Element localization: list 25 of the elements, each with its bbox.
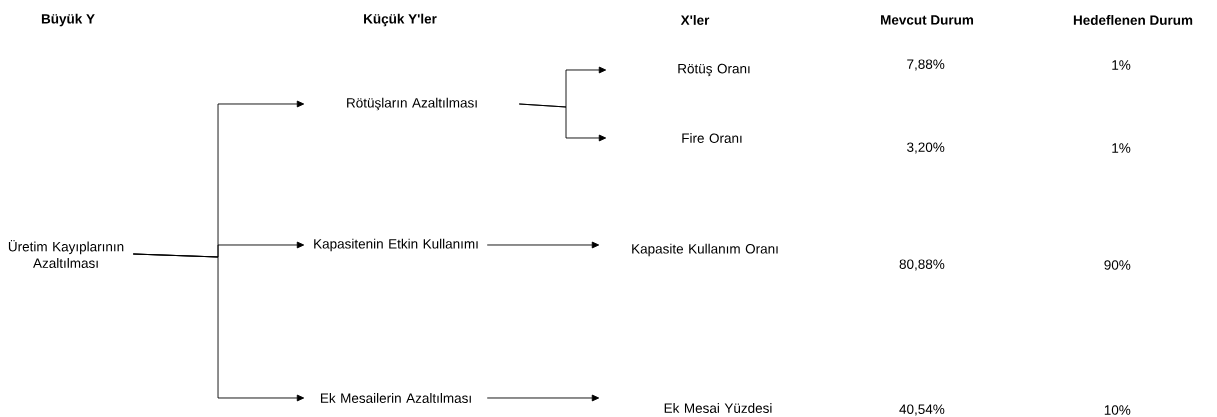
- node-text: Rötüşların Azaltılması: [347, 97, 477, 111]
- arrow: [486, 394, 600, 402]
- value-text: 90%: [1104, 260, 1131, 270]
- value-text: 1%: [1112, 60, 1131, 70]
- column-header: Büyük Y: [41, 13, 95, 27]
- value-text: 40,54%: [899, 404, 945, 416]
- value-text: 10%: [1104, 405, 1131, 415]
- arrow: [132, 253, 305, 402]
- node-text: Kapasite Kullanım Oranı: [632, 243, 778, 257]
- node-text: Kapasitenin Etkin Kullanımı: [314, 238, 478, 252]
- column-header: Hedeflenen Durum: [1073, 15, 1193, 25]
- node-text: Fire Oranı: [682, 133, 742, 143]
- value-text: 3,20%: [907, 142, 945, 154]
- column-header: X'ler: [680, 15, 710, 25]
- arrow: [518, 103, 607, 142]
- column-header: Mevcut Durum: [881, 15, 974, 25]
- node-text: Rötüş Oranı: [678, 63, 750, 77]
- column-header: Küçük Y'ler: [364, 13, 437, 27]
- value-text: 1%: [1112, 143, 1131, 153]
- arrow: [486, 241, 600, 249]
- node-text: Ek Mesailerin Azaltılması: [321, 393, 471, 403]
- node-text: Üretim Kayıplarının Azaltılması: [8, 240, 124, 268]
- value-text: 7,88%: [907, 59, 945, 71]
- value-text: 80,88%: [899, 259, 945, 271]
- node-text: Ek Mesai Yüzdesi: [664, 403, 772, 413]
